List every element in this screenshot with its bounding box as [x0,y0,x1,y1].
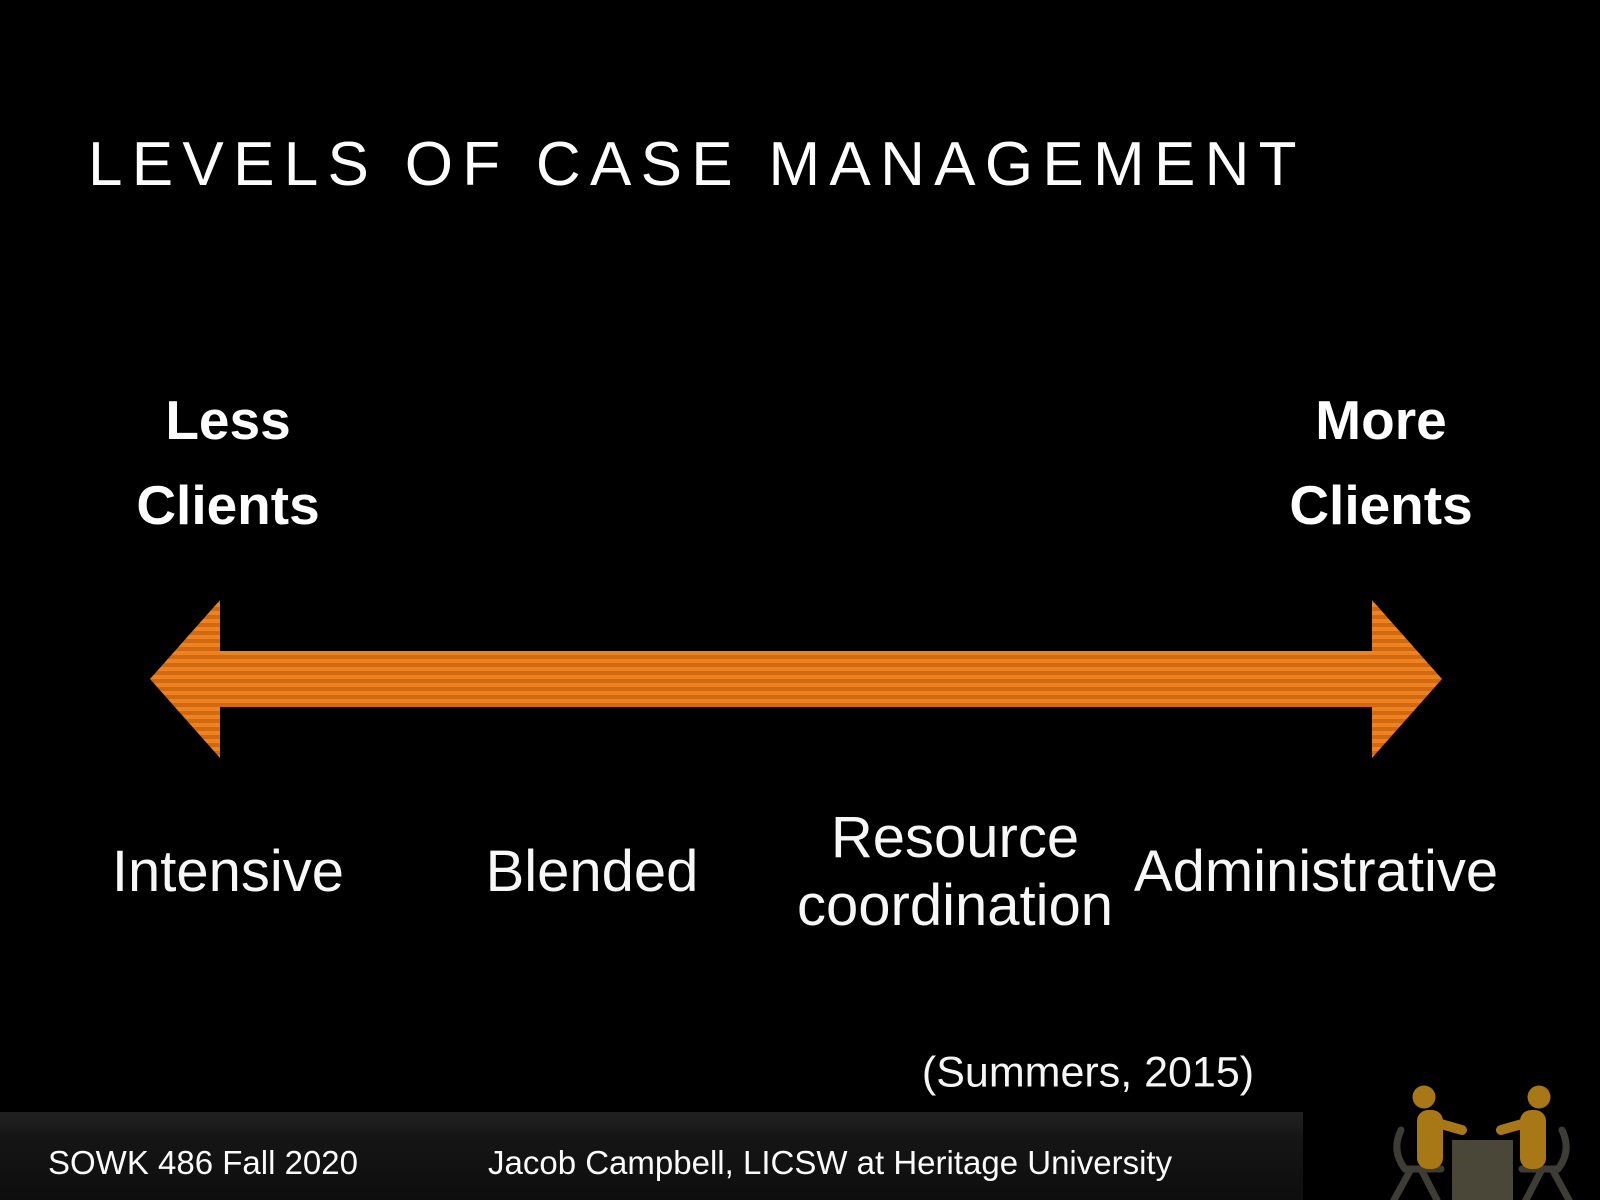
footer-course-label: SOWK 486 Fall 2020 [48,1144,358,1181]
chair-left-leg [1390,1165,1415,1200]
chair-right-back [1554,1126,1570,1173]
citation: (Summers, 2015) [921,1048,1255,1097]
level-label-blended: Blended [485,839,699,905]
footer-author-label: Jacob Campbell, LICSW at Heritage Univer… [488,1144,1173,1181]
level-label-administrative: Administrative [1133,839,1499,905]
level-label-resource-coordination: Resource coordination [797,805,1113,938]
less-clients-line1: Less [165,389,291,451]
chair-left-leg [1417,1165,1441,1200]
less-clients-label: Less Clients [136,378,319,549]
meeting-table-icon [1390,1085,1573,1200]
more-clients-line2: Clients [1289,474,1473,537]
more-clients-line1: More [1315,389,1447,451]
people-icon [1412,1085,1551,1169]
page-title: LEVELS OF CASE MANAGEMENT [88,129,1306,199]
chair-left-back [1393,1126,1409,1173]
person-left-head [1412,1085,1436,1109]
more-clients-label: More Clients [1289,378,1472,549]
table-icon [1452,1140,1513,1200]
continuum-double-arrow-icon [150,600,1442,758]
person-right-head [1527,1085,1551,1109]
person-right-arm [1496,1117,1534,1135]
less-clients-line2: Clients [136,474,320,537]
chair-right-leg [1522,1165,1546,1200]
double-arrow-shape [150,600,1442,758]
chair-right-leg [1548,1165,1573,1200]
footer-bar: SOWK 486 Fall 2020 Jacob Campbell, LICSW… [0,1112,1303,1200]
chairs-icon [1390,1126,1573,1200]
level-label-intensive: Intensive [111,839,345,905]
person-left-arm [1429,1117,1467,1135]
